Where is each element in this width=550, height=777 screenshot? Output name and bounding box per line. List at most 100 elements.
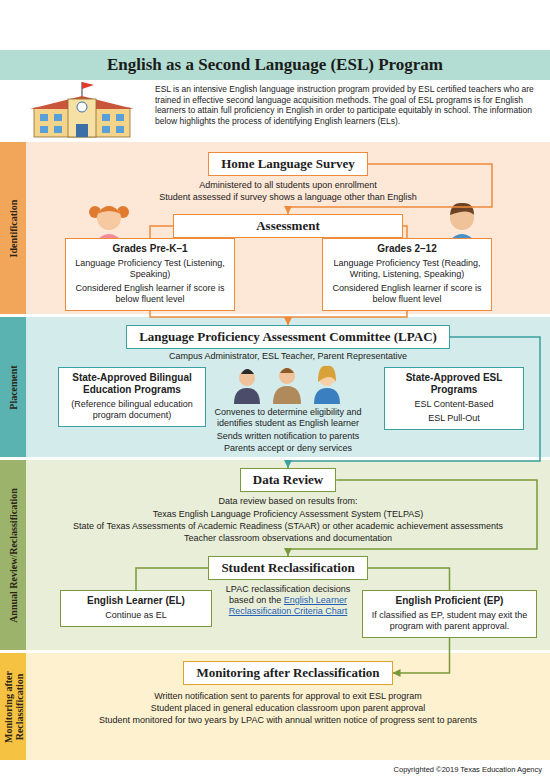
box-text: ESL Content-Based [391,399,517,410]
label-slot: Student placed in general education clas… [28,703,548,714]
label-slot: Written notification sent to parents for… [28,691,548,702]
box-text: Considered English learner if score is b… [72,283,228,305]
flag-pole [81,82,82,100]
box-text: Language Proficiency Test (Listening, Sp… [72,258,228,280]
pigtail [117,206,129,218]
label-slot: Data review based on results from: [28,496,548,507]
window [40,126,48,133]
box-text: ESL Pull-Out [391,413,517,424]
person-hair [280,368,294,373]
window [102,114,110,121]
note-text: Sends written notification to parents [217,431,360,441]
flag [82,82,94,89]
detail-box: Grades 2–12Language Proficiency Test (Re… [322,238,492,311]
person-body [273,386,301,404]
detail-box: English Proficient (EP)If classified as … [362,590,537,638]
connector [403,226,407,238]
note-text: Student monitored for two years by LPAC … [99,715,477,725]
box-heading: Assessment [186,218,390,234]
connector [150,226,173,238]
box-heading: Home Language Survey [221,156,355,172]
label-slot: ESL is an intensive English language ins… [155,84,543,126]
boy-shirt [448,234,476,242]
note-text: Data review based on results from: [218,496,357,506]
section-label: Annual Review/Reclassification [8,464,19,646]
label-slot: LPAC reclassification decisions based on… [218,584,358,617]
window [116,114,124,121]
window [54,126,62,133]
box-heading: State-Approved ESL Programs [391,372,517,396]
page-title: English as a Second Language (ESL) Progr… [107,55,443,74]
connector [288,164,492,214]
person-hair [318,366,336,382]
box-heading: Grades Pre-K–1 [72,243,228,255]
label-slot: Student assessed if survey shows a langu… [28,192,548,203]
connector [136,568,208,590]
committee-icons [234,366,340,404]
section-label: Monitoring after Reclassification [2,657,24,756]
girl-shirt [95,234,123,242]
box-heading: Data Review [253,472,323,488]
section-band: Identification Home Language SurveyAssess… [0,142,550,314]
box-heading: English Learner (EL) [67,595,205,607]
label-slot: Parents accept or deny services [28,443,548,454]
label-slot: Copyrighted ©2019 Texas Education Agency [0,764,542,775]
note-text: Parents accept or deny services [224,443,352,453]
window [102,126,110,133]
note-text: State of Texas Assessments of Academic R… [73,521,503,531]
box-text: Continue as EL [67,610,205,621]
label-slot: Administered to all students upon enroll… [28,180,548,191]
connector [288,480,537,556]
window [116,126,124,133]
connector [393,638,450,673]
note-text: Teacher classroom observations and docum… [184,533,392,543]
label-slot: Campus Administrator, ESL Teacher, Paren… [28,351,548,362]
section-stripe: Identification [0,142,26,314]
person-head [279,368,295,384]
box-heading: Monitoring after Reclassification [196,665,379,681]
note-text: Texas English Language Proficiency Asses… [153,509,423,519]
girl-icon [89,206,129,242]
section-stripe: Annual Review/Reclassification [0,460,26,650]
girl-hair [97,206,121,214]
box-text: Language Proficiency Test (Reading, Writ… [329,258,485,280]
step-box: Data Review [240,468,336,492]
box-text: (Reference bilingual education program d… [65,399,199,421]
connector [288,337,540,468]
school-door [76,124,88,137]
person-hair [241,369,254,374]
note-text: Convenes to determine eligibility and id… [214,407,361,428]
connector [288,311,407,325]
label-slot: State of Texas Assessments of Academic R… [28,521,548,532]
section-stripe: Placement [0,317,26,457]
label-slot: Sends written notification to parents [28,431,548,442]
girl-face [97,206,121,230]
school-clock [77,102,87,112]
detail-box: Grades Pre-K–1Language Proficiency Test … [65,238,235,311]
note-text: Copyrighted ©2019 Texas Education Agency [394,765,542,774]
person-head [319,370,335,386]
box-heading: State-Approved Bilingual Education Progr… [65,372,199,396]
label-slot: Texas English Language Proficiency Asses… [28,509,548,520]
window [54,114,62,121]
school-tower [68,99,96,137]
note-text: Student assessed if survey shows a langu… [159,192,417,202]
detail-box: English Learner (EL) Continue as EL [60,590,212,627]
person-body [234,388,260,404]
detail-box: State-Approved Bilingual Education Progr… [58,367,206,427]
school-roof [30,96,134,109]
label-slot: Student monitored for two years by LPAC … [28,715,548,726]
school-wing [34,108,130,137]
label-slot: Teacher classroom observations and docum… [28,533,548,544]
person-body [314,388,340,404]
step-box: Home Language Survey [208,152,368,176]
box-heading: Grades 2–12 [329,243,485,255]
pigtail [89,206,101,218]
step-box: Student Reclassification [208,556,367,580]
step-box: Language Proficiency Assessment Committe… [126,325,450,349]
person-head [239,370,255,386]
note-text: Student placed in general education clas… [151,703,426,713]
note-text: Written notification sent to parents for… [154,691,422,701]
note-text: Campus Administrator, ESL Teacher, Paren… [169,351,407,361]
